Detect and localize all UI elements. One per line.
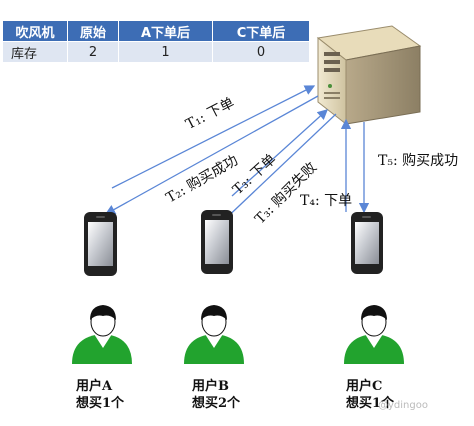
table-cell: 库存 <box>2 41 68 63</box>
table-header: 原始 <box>67 20 119 42</box>
label-t4: T₄: 下单 <box>300 190 352 210</box>
arrow-t1 <box>111 85 316 189</box>
user-c-icon <box>344 305 404 364</box>
table-header: 吹风机 <box>2 20 68 42</box>
watermark: @ydingoo <box>378 400 428 411</box>
user-a-caption: 用户A 想买1个 <box>76 378 124 412</box>
user-c-want: 想买1个 <box>346 396 395 411</box>
arrow-t3 <box>231 109 328 197</box>
phone-c-icon <box>351 212 383 274</box>
label-t5-id: T₅: <box>378 153 398 169</box>
user-b-caption: 用户B 想买2个 <box>192 378 240 412</box>
message-arrows <box>104 85 370 225</box>
user-a-want: 想买1个 <box>76 396 125 411</box>
table-header: C下单后 <box>212 20 310 42</box>
label-t5: T₅: 购买成功 <box>378 150 458 170</box>
user-c-name: 用户C <box>346 379 383 394</box>
table-cell: 1 <box>118 41 213 63</box>
user-b-name: 用户B <box>192 379 229 394</box>
table-row: 库存 2 1 0 <box>2 41 310 63</box>
label-t4-id: T₄: <box>300 193 320 209</box>
user-c-caption: 用户C 想买1个 <box>346 378 394 412</box>
server-icon <box>316 25 422 126</box>
user-a-icon <box>72 305 132 364</box>
table-header: A下单后 <box>118 20 213 42</box>
table-cell: 2 <box>67 41 119 63</box>
label-t5-text: 购买成功 <box>402 153 459 169</box>
phone-b-icon <box>201 210 233 274</box>
table-header-row: 吹风机 原始 A下单后 C下单后 <box>2 20 310 42</box>
inventory-table: 吹风机 原始 A下单后 C下单后 库存 2 1 0 <box>2 20 310 63</box>
user-a-name: 用户A <box>76 379 113 394</box>
user-b-icon <box>184 305 244 364</box>
user-b-want: 想买2个 <box>192 396 241 411</box>
label-t4-text: 下单 <box>324 193 353 209</box>
table-cell: 0 <box>212 41 310 63</box>
arrow-t2 <box>104 95 319 215</box>
phone-a-icon <box>84 212 117 276</box>
arrow-t3-fail <box>219 113 337 225</box>
